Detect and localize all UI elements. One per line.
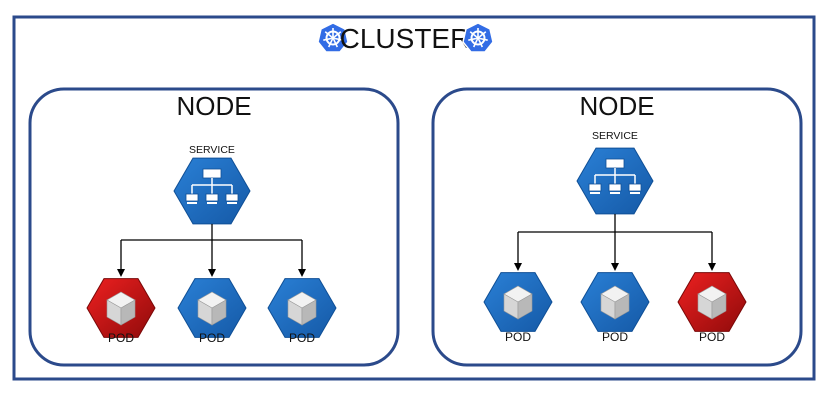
pod-label: POD xyxy=(199,331,225,345)
cube-icon xyxy=(600,285,630,320)
cube-icon xyxy=(697,285,727,320)
service-connectors xyxy=(117,224,306,277)
pod-label: POD xyxy=(699,330,725,344)
node-title: NODE xyxy=(579,91,654,121)
service-label: SERVICE xyxy=(189,144,235,156)
cluster-title: CLUSTER xyxy=(340,23,471,54)
pod-label: POD xyxy=(505,330,531,344)
pod-label: POD xyxy=(289,331,315,345)
pod-2-healthy[interactable]: POD xyxy=(177,278,247,345)
pod-3-healthy[interactable]: POD xyxy=(267,278,337,345)
service-label: SERVICE xyxy=(592,130,638,142)
network-hierarchy-icon xyxy=(185,168,239,204)
pod-1-healthy[interactable]: POD xyxy=(483,272,553,344)
pod-label: POD xyxy=(602,330,628,344)
pod-3-failed[interactable]: POD xyxy=(677,272,747,344)
nodes-layer: NODE SERVICE POD POD POD NODE SERVICE POD POD POD xyxy=(28,87,803,367)
cube-icon xyxy=(287,291,317,326)
kubernetes-helm-icon xyxy=(317,22,349,53)
node-title: NODE xyxy=(176,91,251,121)
pod-label: POD xyxy=(108,331,134,345)
cube-icon xyxy=(106,291,136,326)
service-connectors xyxy=(514,214,716,271)
service-hexagon[interactable] xyxy=(576,147,654,215)
node-1: NODE SERVICE POD POD POD xyxy=(28,87,400,367)
network-hierarchy-icon xyxy=(588,158,642,194)
cube-icon xyxy=(197,291,227,326)
cluster-header: CLUSTER xyxy=(317,22,494,54)
cube-icon xyxy=(503,285,533,320)
kubernetes-helm-icon xyxy=(462,22,494,53)
node-2: NODE SERVICE POD POD POD xyxy=(431,87,803,367)
pod-1-failed[interactable]: POD xyxy=(86,278,156,345)
service-hexagon[interactable] xyxy=(173,157,251,225)
pod-2-healthy[interactable]: POD xyxy=(580,272,650,344)
